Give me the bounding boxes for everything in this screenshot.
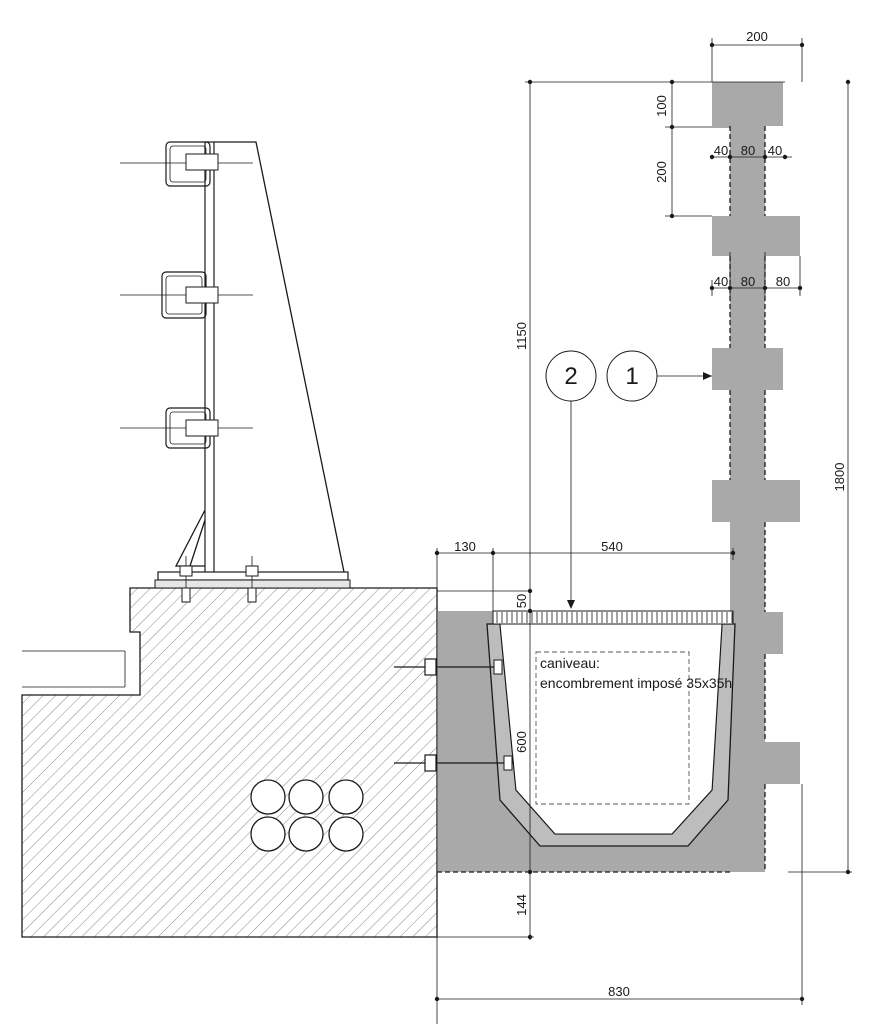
callout-1-label: 1 [625,363,638,390]
callout-2-label: 2 [564,363,577,390]
dim-neck-right: 40 [768,143,782,158]
grating [492,610,734,625]
conduit [250,779,286,815]
conduit [328,779,364,815]
dim-total-height: 1800 [832,463,847,492]
imposed-envelope [535,651,690,805]
callout-1: 1 [606,350,658,402]
dim-bottom: 144 [514,894,529,916]
dim-top-width: 200 [746,29,768,44]
dimension-ticks [434,42,851,1002]
dim-neck-core: 80 [741,143,755,158]
conduit [250,816,286,852]
dim-channel-depth: 600 [514,731,529,753]
conduit [328,816,364,852]
conduit [288,816,324,852]
dimension-lines [436,38,852,1024]
guardrail-post [154,141,351,603]
wall-section [712,82,800,872]
anchor-bolts [394,658,514,772]
dim-wall-height: 1150 [514,322,529,350]
dim-neck-left: 40 [714,143,728,158]
dim-mid-right: 80 [776,274,790,289]
dim-overall-width: 830 [608,984,630,999]
callout-arrow [567,600,575,609]
rail [120,141,253,187]
dim-mid-left: 40 [714,274,728,289]
rail [120,407,253,449]
dim-offset: 130 [454,539,476,554]
callout-2: 2 [545,350,597,402]
dim-head-height: 100 [654,95,669,117]
hatched-concrete-slab [21,587,438,938]
callout-arrow [703,372,712,380]
adjacent-slab-lines [22,650,126,688]
dim-channel-width: 540 [601,539,623,554]
dim-neck-height: 200 [654,161,669,183]
conduit [288,779,324,815]
rail [120,271,253,319]
dim-mid-core: 80 [741,274,755,289]
conduit-group [250,779,364,852]
dim-grating: 50 [514,594,529,608]
note-line-1: caniveau: [540,655,600,671]
note-line-2: encombrement imposé 35x35h [540,675,732,691]
guardrail-rails [120,141,253,449]
